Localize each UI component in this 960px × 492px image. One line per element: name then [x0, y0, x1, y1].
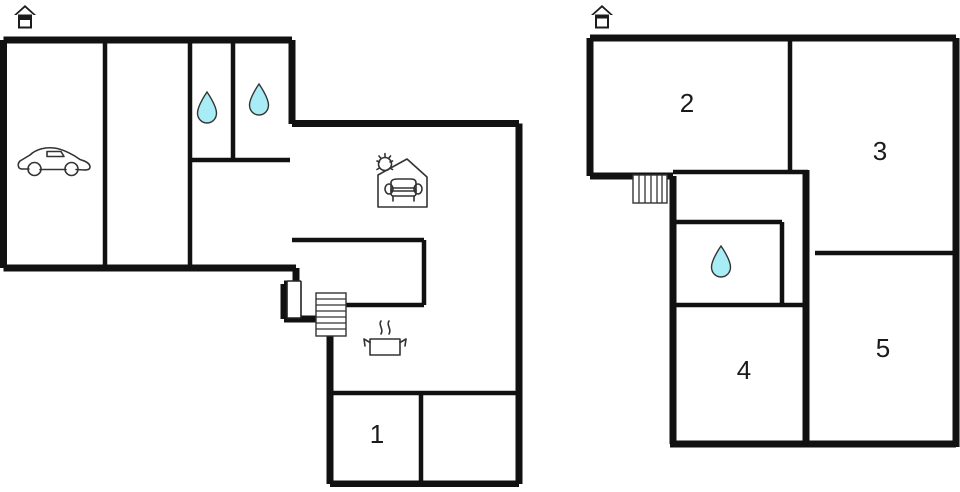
- room-label: 4: [737, 355, 751, 385]
- water-drop-icon: [196, 90, 218, 124]
- door-leaf: [286, 280, 302, 319]
- room-label: 5: [876, 333, 890, 363]
- right-interior-walls: [673, 40, 954, 308]
- sun-house-sofa-icon: [376, 152, 428, 208]
- staircase-horizontal: [315, 292, 347, 337]
- room-label: 1: [370, 419, 384, 449]
- cooking-pot-icon: [363, 320, 407, 356]
- house-north-icon: [591, 5, 613, 29]
- room-label: 3: [873, 136, 887, 166]
- right-floor-plan: 2 3 4 5: [586, 5, 960, 448]
- water-drop-icon: [710, 244, 732, 278]
- room-label: 2: [680, 88, 694, 118]
- left-floor-plan: 1: [0, 5, 523, 488]
- car-icon: [17, 146, 91, 177]
- house-north-icon: [14, 5, 36, 29]
- left-outer-walls: [0, 36, 523, 488]
- water-drop-icon: [248, 82, 270, 116]
- right-outer-walls: [586, 34, 960, 448]
- left-interior-walls: [102, 42, 517, 482]
- staircase-vertical: [632, 174, 668, 204]
